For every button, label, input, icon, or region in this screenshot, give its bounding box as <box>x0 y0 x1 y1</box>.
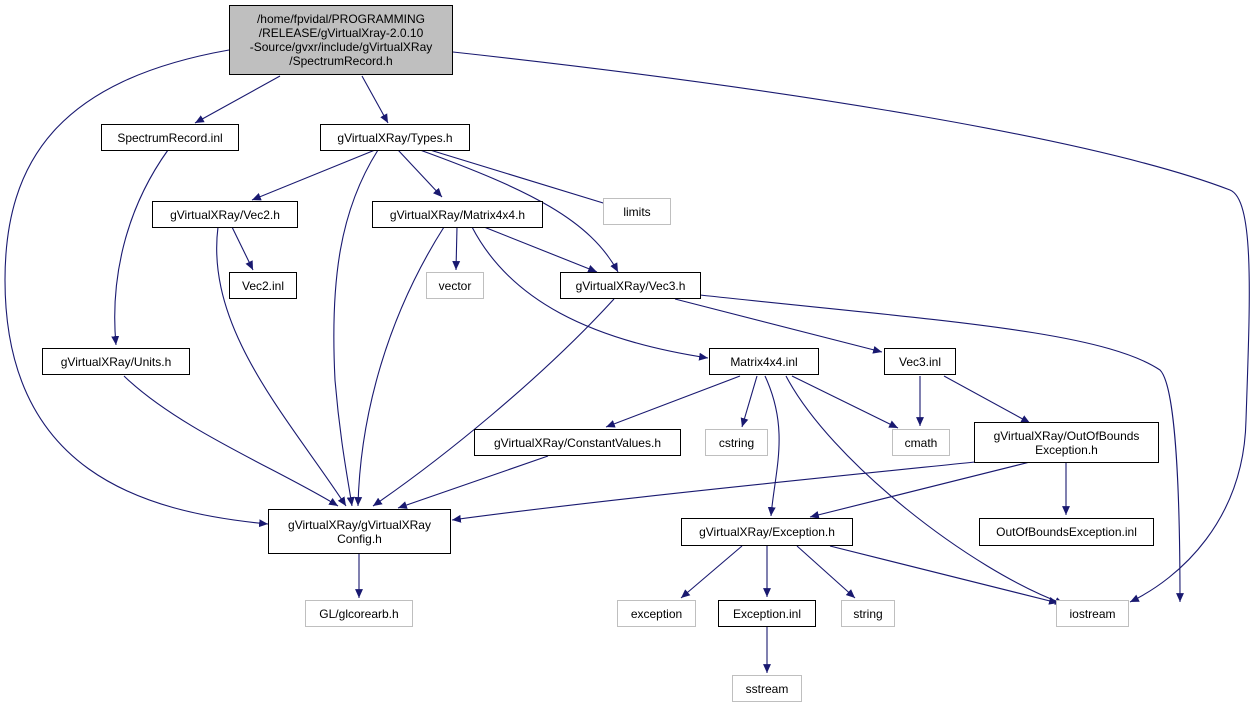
node-outofboundsexception-inl[interactable]: OutOfBoundsException.inl <box>979 518 1154 546</box>
edge-matrix-h-config-h <box>354 226 445 507</box>
edge-types-config-h <box>333 149 379 507</box>
edge-matrix-inl-exception-h <box>764 375 780 517</box>
edge-types-matrix-h <box>397 149 443 198</box>
node-matrix4x4-inl[interactable]: Matrix4x4.inl <box>709 348 819 375</box>
node-vec2-inl[interactable]: Vec2.inl <box>229 272 297 299</box>
node-vec3-h[interactable]: gVirtualXRay/Vec3.h <box>560 272 701 299</box>
edge-units-h-config-h <box>123 375 339 507</box>
node-types-h[interactable]: gVirtualXRay/Types.h <box>320 124 470 151</box>
edge-root-iostream <box>452 51 1250 603</box>
edge-matrix-h-vector <box>452 226 461 271</box>
node-vec2-h[interactable]: gVirtualXRay/Vec2.h <box>152 201 298 228</box>
edge-vec2-h-vec2-inl <box>231 226 254 271</box>
edge-matrix-h-matrix-inl <box>471 226 709 361</box>
node-sstream[interactable]: sstream <box>732 675 802 702</box>
node-exception-h[interactable]: gVirtualXRay/Exception.h <box>681 518 853 546</box>
node-outofboundsexception-h[interactable]: gVirtualXRay/OutOfBounds Exception.h <box>974 422 1159 463</box>
node-matrix4x4-h[interactable]: gVirtualXRay/Matrix4x4.h <box>372 201 543 228</box>
edge-exception-h-exception <box>680 545 743 599</box>
node-exception-inl[interactable]: Exception.inl <box>718 600 816 627</box>
edge-vec2-h-config-h <box>216 226 347 507</box>
edge-exception-h-iostream <box>829 545 1059 605</box>
node-units-h[interactable]: gVirtualXRay/Units.h <box>42 348 190 375</box>
edge-vec3-inl-oob-h <box>943 375 1031 424</box>
edge-matrix-h-vec3-h <box>483 226 598 273</box>
node-vector[interactable]: vector <box>426 272 484 299</box>
edge-vec3-h-vec3-inl <box>674 298 883 354</box>
node-cstring[interactable]: cstring <box>705 429 768 456</box>
node-glcorearb-h[interactable]: GL/glcorearb.h <box>305 600 413 627</box>
edge-root-types-h <box>361 75 389 124</box>
node-spectrumrecord-inl[interactable]: SpectrumRecord.inl <box>101 124 239 151</box>
node-limits[interactable]: limits <box>603 198 671 225</box>
node-cmath[interactable]: cmath <box>892 429 950 456</box>
edge-matrix-inl-iostream <box>785 375 1065 605</box>
node-spectrumrecord-h[interactable]: /home/fpvidal/PROGRAMMING /RELEASE/gVirt… <box>229 5 453 75</box>
edge-oob-h-config-h <box>451 461 976 523</box>
edge-matrix-inl-constvals <box>605 375 741 428</box>
edge-types-vec2-h <box>251 149 376 201</box>
edge-vec3-h-config-h <box>372 298 615 507</box>
edge-exception-h-string <box>796 545 856 599</box>
node-gvirtualxrayconfig-h[interactable]: gVirtualXRay/gVirtualXRay Config.h <box>268 509 451 554</box>
node-vec3-inl[interactable]: Vec3.inl <box>884 348 956 375</box>
node-exception[interactable]: exception <box>617 600 696 627</box>
edge-spectrum-inl-units-h <box>111 149 169 346</box>
node-constantvalues-h[interactable]: gVirtualXRay/ConstantValues.h <box>474 429 681 456</box>
edge-types-limits <box>429 149 614 208</box>
edge-constvals-config-h <box>397 455 549 509</box>
edge-root-spectrum-inl <box>194 75 281 124</box>
node-iostream[interactable]: iostream <box>1056 600 1129 627</box>
node-string[interactable]: string <box>841 600 895 627</box>
edge-matrix-inl-cmath <box>791 375 899 429</box>
edge-matrix-inl-cstring <box>740 375 758 428</box>
edge-oob-h-exception-h <box>809 461 1031 519</box>
edge-root-config-h <box>4 49 269 528</box>
edge-vec3-h-iostream <box>699 294 1184 603</box>
edge-types-vec3-h <box>419 149 619 273</box>
